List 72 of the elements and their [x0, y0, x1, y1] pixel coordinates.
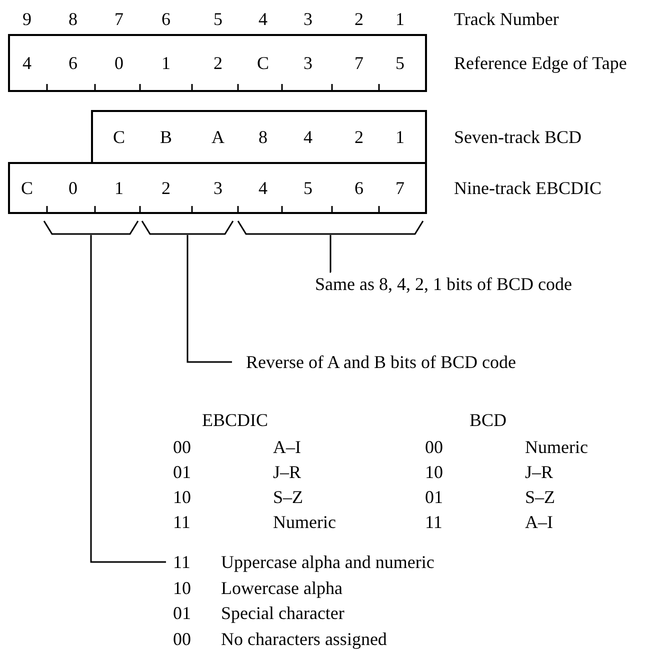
code-meaning: No characters assigned — [221, 630, 387, 648]
track-number: 9 — [22, 10, 32, 28]
bit-label: A — [212, 128, 224, 146]
code-meaning: Lowercase alpha — [221, 579, 342, 597]
bit-label: 1 — [114, 179, 124, 197]
bit-label: 5 — [304, 179, 312, 197]
bracket — [141, 220, 234, 235]
character-range: J–R — [525, 463, 554, 481]
row-label: Reference Edge of Tape — [454, 54, 627, 72]
track-number: 2 — [354, 10, 364, 28]
leader-line — [330, 235, 332, 273]
code-value: 10 — [173, 579, 191, 597]
bit-label: 1 — [396, 128, 404, 146]
bit-label: C — [21, 179, 33, 197]
character-range: A–I — [273, 438, 301, 456]
code-value: 00 — [173, 630, 191, 648]
table-heading: EBCDIC — [202, 411, 268, 429]
bit-label: 3 — [214, 179, 222, 197]
code-value: 01 — [173, 604, 191, 622]
track-number: 5 — [214, 10, 222, 28]
bit-label: 4 — [258, 179, 268, 197]
code-value: 10 — [173, 488, 191, 506]
leader-line — [186, 235, 232, 363]
bracket — [43, 220, 139, 235]
bit-label: 0 — [68, 179, 78, 197]
character-range: Numeric — [273, 513, 336, 531]
character-range: S–Z — [525, 488, 556, 506]
bit-label: 3 — [304, 54, 312, 72]
bit-label: 6 — [68, 54, 78, 72]
bracket — [237, 220, 424, 235]
bit-label: 5 — [396, 54, 404, 72]
track-number: 1 — [396, 10, 404, 28]
track-number: 7 — [114, 10, 124, 28]
character-range: J–R — [273, 463, 302, 481]
code-value: 11 — [425, 513, 442, 531]
code-value: 00 — [425, 438, 443, 456]
bit-label: B — [160, 128, 172, 146]
code-value: 11 — [173, 553, 190, 571]
column-heading: Track Number — [454, 10, 559, 28]
bit-label: 2 — [354, 128, 364, 146]
code-value: 01 — [173, 463, 191, 481]
bit-label: C — [113, 128, 125, 146]
bit-label: 1 — [162, 54, 170, 72]
code-value: 10 — [425, 463, 443, 481]
bit-label: 7 — [396, 179, 404, 197]
code-value: 11 — [173, 513, 190, 531]
code-value: 01 — [425, 488, 443, 506]
track-number: 4 — [258, 10, 268, 28]
row-label: Nine-track EBCDIC — [454, 179, 602, 197]
bit-label: 7 — [354, 54, 364, 72]
character-range: A–I — [525, 513, 553, 531]
bit-label: C — [257, 54, 269, 72]
code-meaning: Special character — [221, 604, 344, 622]
bit-label: 0 — [114, 54, 124, 72]
bit-label: 4 — [22, 54, 32, 72]
annotation-text: Same as 8, 4, 2, 1 bits of BCD code — [315, 275, 572, 293]
bit-label: 2 — [162, 179, 170, 197]
bit-label: 2 — [214, 54, 222, 72]
character-range: S–Z — [273, 488, 304, 506]
code-value: 00 — [173, 438, 191, 456]
row-label: Seven-track BCD — [454, 128, 582, 146]
track-number: 6 — [162, 10, 170, 28]
bit-label: 4 — [304, 128, 312, 146]
track-number: 3 — [304, 10, 312, 28]
annotation-text: Reverse of A and B bits of BCD code — [246, 353, 516, 371]
track-number: 8 — [68, 10, 78, 28]
table-heading: BCD — [470, 411, 506, 429]
code-meaning: Uppercase alpha and numeric — [221, 553, 434, 571]
leader-line — [90, 235, 166, 563]
character-range: Numeric — [525, 438, 588, 456]
bit-label: 6 — [354, 179, 364, 197]
bit-label: 8 — [258, 128, 268, 146]
